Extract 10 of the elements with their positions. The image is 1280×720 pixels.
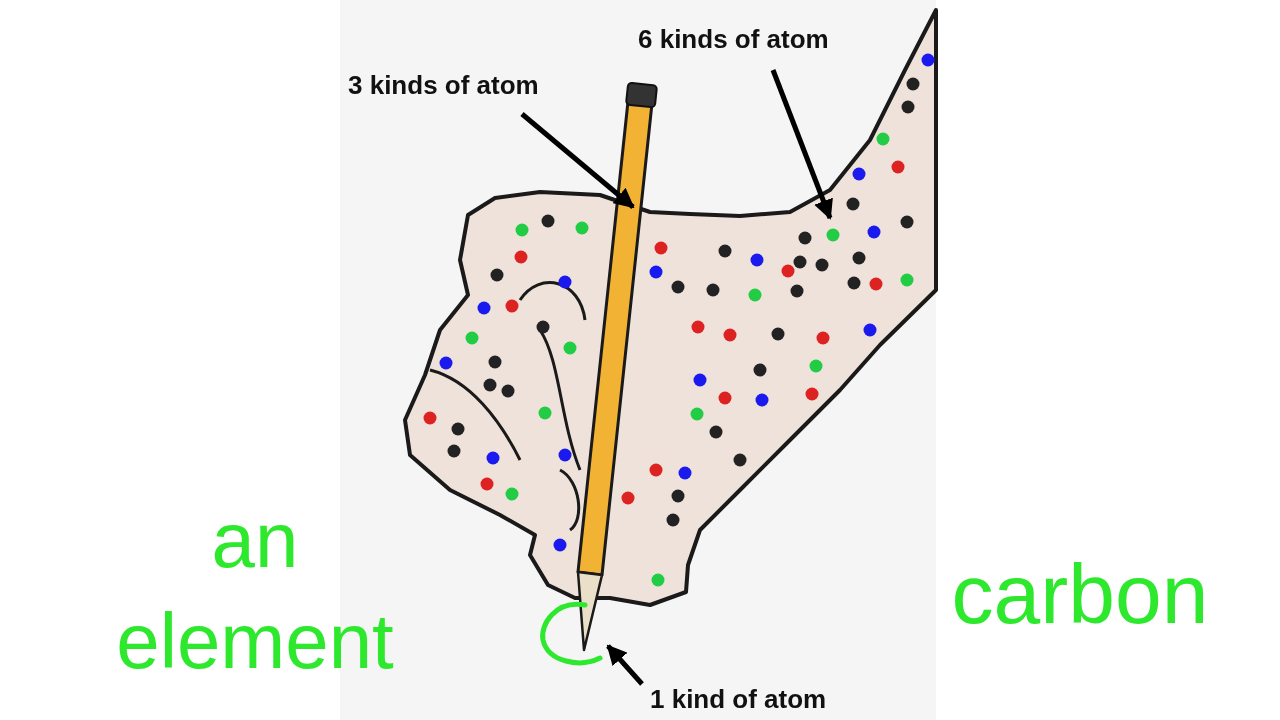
term-label: carbon xyxy=(950,546,1210,643)
callout-text: 1 kind of atom xyxy=(650,684,827,715)
term-label: an element xyxy=(115,495,395,688)
leader-arrow xyxy=(770,69,833,220)
callout-text: 3 kinds of atom xyxy=(348,70,539,101)
callout-text: 6 kinds of atom xyxy=(638,24,829,55)
leader-arrow xyxy=(520,112,635,209)
circle-mark xyxy=(540,601,603,666)
leader-arrow xyxy=(606,644,644,686)
pencil-drawing xyxy=(576,81,659,652)
